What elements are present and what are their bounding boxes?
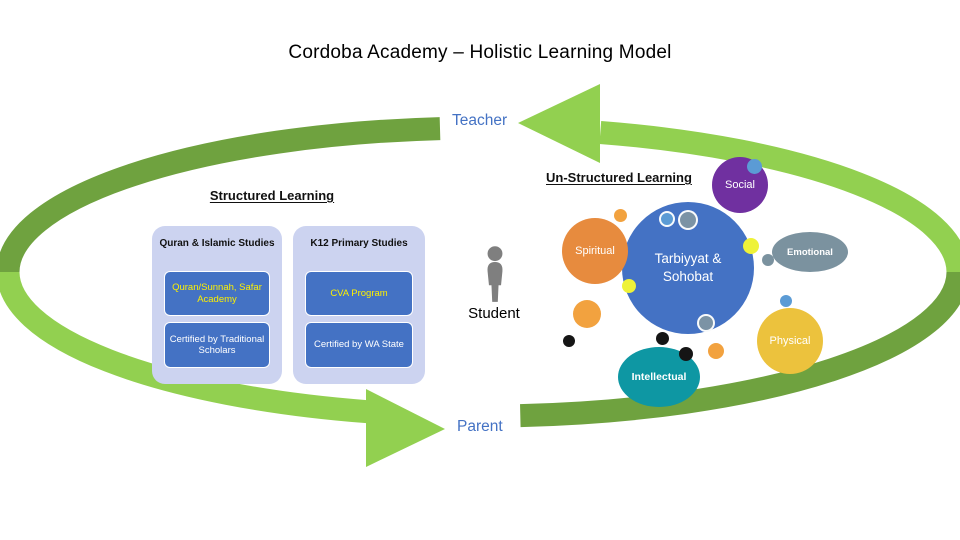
black-dot-far-left	[563, 335, 575, 347]
arrowhead-to-parent-icon	[366, 389, 445, 467]
structured-learning-heading: Structured Learning	[209, 188, 335, 203]
black-dot-upper-intellectual	[655, 331, 669, 345]
orange-dot-medium-left	[573, 300, 601, 328]
black-dot-right-intellectual	[679, 347, 693, 361]
blue-dot-inside-main-bubble	[659, 211, 675, 227]
cycle-arc-top-left	[0, 117, 441, 273]
gray-dot-left-of-emotional	[762, 254, 774, 266]
cva-program-card: CVA Program	[305, 271, 413, 316]
social-bubble: Social	[712, 157, 768, 213]
parent-label: Parent	[457, 418, 503, 435]
cycle-arc-top-right	[599, 121, 960, 273]
tarbiyyat-sohobat-bubble: Tarbiyyat & Sohobat	[622, 202, 754, 334]
yellow-dot-main-bubble-right	[743, 238, 759, 254]
quran-sunnah-safar-card: Quran/Sunnah, Safar Academy	[164, 271, 270, 316]
slide-title: Cordoba Academy – Holistic Learning Mode…	[288, 42, 672, 63]
orange-dot-above-spiritual	[613, 208, 627, 222]
teacher-label: Teacher	[452, 112, 508, 129]
tarbiyyat-sohobat-label: Tarbiyyat & Sohobat	[654, 251, 722, 284]
blue-dot-on-social	[746, 158, 762, 174]
panel-header: Quran & Islamic Studies	[159, 238, 275, 249]
cycle-arc-bottom-left	[0, 271, 369, 424]
cycle-arc-bottom-right	[520, 271, 960, 428]
student-label: Student	[468, 305, 520, 322]
spiritual-bubble: Spiritual	[562, 218, 628, 284]
emotional-bubble: Emotional	[772, 232, 848, 272]
arrowhead-to-teacher-icon	[518, 84, 600, 163]
gray-dot-inside-main-bubble-bottom	[697, 314, 715, 332]
yellow-dot-main-bubble-left	[622, 279, 636, 293]
student-person-icon	[487, 246, 503, 302]
gray-dot-inside-main-bubble-top	[678, 210, 698, 230]
orange-dot-right-of-intellectual	[708, 343, 724, 359]
certified-traditional-scholars-card: Certified by Traditional Scholars	[164, 322, 270, 368]
blue-dot-above-physical	[780, 295, 792, 307]
quran-islamic-studies-panel: Quran & Islamic Studies Quran/Sunnah, Sa…	[152, 226, 282, 384]
physical-bubble: Physical	[757, 308, 823, 374]
certified-wa-state-card: Certified by WA State	[305, 322, 413, 368]
unstructured-learning-heading: Un-Structured Learning	[546, 170, 692, 185]
panel-header: K12 Primary Studies	[310, 238, 408, 249]
k12-primary-studies-panel: K12 Primary Studies CVA Program Certifie…	[293, 226, 425, 384]
